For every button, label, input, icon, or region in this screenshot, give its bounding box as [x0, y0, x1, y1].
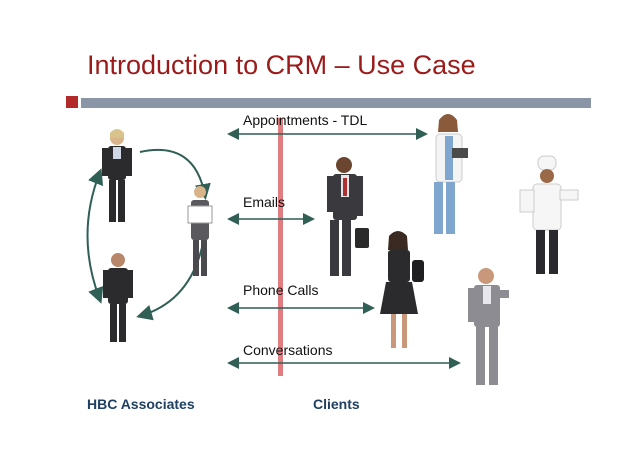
title-accent-block [66, 96, 78, 108]
associate-sign-figure [187, 186, 213, 276]
channel-label-conversations: Conversations [243, 342, 333, 358]
channel-label-appointments: Appointments - TDL [243, 112, 368, 128]
group-label-hbc-associates: HBC Associates [87, 396, 195, 412]
channel-label-emails: Emails [243, 194, 286, 210]
cycle-arrow-top [139, 148, 211, 200]
title-underline-bar [81, 98, 591, 108]
divider-line [278, 118, 283, 376]
client-phone-woman-figure [380, 231, 424, 348]
associate-woman-figure [102, 129, 132, 222]
client-graysuit-man-figure [468, 268, 509, 385]
cycle-arrow-left [86, 168, 104, 304]
client-nurse-figure [434, 114, 468, 234]
associate-man-figure [103, 253, 133, 342]
channel-label-phone-calls: Phone Calls [243, 282, 319, 298]
group-label-clients: Clients [313, 396, 360, 412]
client-chef-figure [519, 155, 579, 274]
client-businessman-figure [327, 157, 369, 276]
slide-title: Introduction to CRM – Use Case [87, 50, 476, 80]
